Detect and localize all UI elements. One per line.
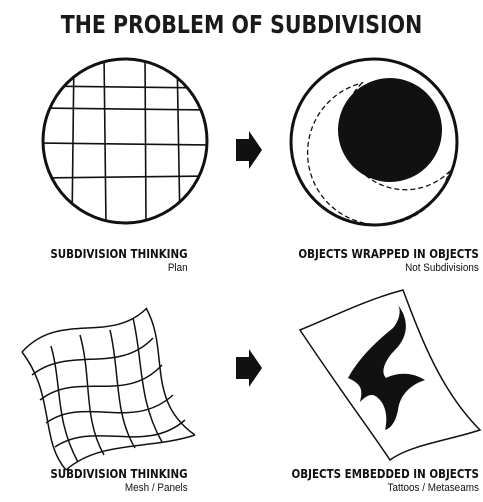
panel-title: OBJECTS EMBEDDED IN OBJECTS [291,467,479,481]
panel-title: SUBDIVISION THINKING [50,467,188,481]
panel-subtitle: Tattoos / Metaseams [387,481,479,494]
embedded-objects-figure [298,289,482,462]
panel-label-subdivision-mesh: SUBDIVISION THINKING Mesh / Panels [28,467,188,494]
arrow-icon [236,131,262,169]
panel-subtitle: Plan [168,261,188,274]
wrapped-objects-figure [289,57,459,227]
panel-label-objects-wrapped: OBJECTS WRAPPED IN OBJECTS Not Subdivisi… [269,247,479,274]
panel-label-subdivision-plan: SUBDIVISION THINKING Plan [28,247,188,274]
mesh-panels-figure [21,307,196,471]
plan-grid-figure [41,57,209,225]
panel-subtitle: Mesh / Panels [125,481,188,494]
panel-title: SUBDIVISION THINKING [50,247,188,261]
page-title: THE PROBLEM OF SUBDIVISION [60,10,423,39]
panel-subtitle: Not Subdivisions [405,261,479,274]
panel-label-objects-embedded: OBJECTS EMBEDDED IN OBJECTS Tattoos / Me… [261,467,479,494]
panel-title: OBJECTS WRAPPED IN OBJECTS [298,247,479,261]
arrow-icon [236,349,262,387]
